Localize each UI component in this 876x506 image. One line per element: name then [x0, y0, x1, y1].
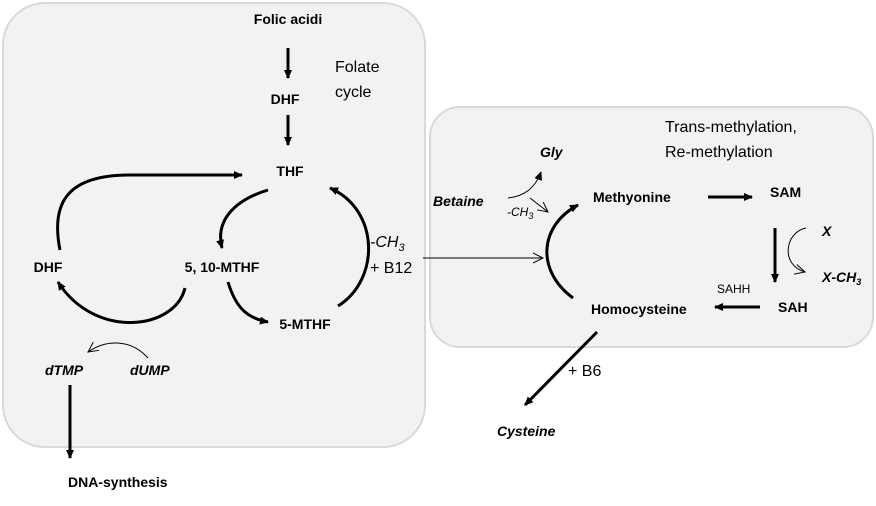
node-thf: THF	[276, 163, 304, 179]
node-dhf-top: DHF	[271, 91, 300, 107]
folate-cycle-label-2: cycle	[335, 84, 372, 101]
node-cysteine: Cysteine	[497, 423, 556, 439]
node-x: X	[821, 223, 833, 239]
ch3-label: -CH3	[370, 234, 405, 254]
node-x-ch3: X-CH3	[821, 269, 861, 287]
arrow-betaine-ch3	[529, 197, 548, 212]
arrow-thf-to-5-10-mthf	[216, 188, 269, 249]
arrow-5-mthf-to-thf	[329, 186, 370, 308]
methylation-box	[429, 106, 874, 348]
arrow-homocysteine-to-cysteine	[523, 330, 599, 407]
node-methionine: Methyonine	[593, 189, 671, 205]
node-dtmp: dTMP	[45, 362, 84, 378]
arrow-5-10-to-dhf	[56, 281, 187, 324]
betaine-ch3-label: -CH3	[507, 205, 533, 221]
arrow-betaine-to-gly	[507, 171, 542, 199]
arrow-5-10-to-5-mthf	[226, 281, 269, 325]
node-sah: SAH	[778, 299, 808, 315]
node-5-10-mthf: 5, 10-MTHF	[185, 259, 260, 275]
node-gly: Gly	[540, 144, 564, 160]
arrow-dhf-to-thf-loop	[56, 171, 243, 251]
node-betaine: Betaine	[433, 193, 484, 209]
arrow-x-to-xch3	[787, 227, 807, 272]
node-5-mthf: 5-MTHF	[279, 316, 331, 332]
node-homocysteine: Homocysteine	[591, 301, 687, 317]
node-folic-acid: Folic acidi	[254, 11, 322, 27]
folate-cycle-label: Folate	[335, 59, 380, 76]
sahh-label: SAHH	[717, 282, 750, 296]
node-sam: SAM	[770, 184, 801, 200]
methylation-label-2: Re-methylation	[665, 144, 773, 161]
node-dump: dUMP	[130, 362, 170, 378]
methylation-label: Trans-methylation,	[665, 119, 797, 136]
b12-label: + B12	[370, 260, 412, 277]
arrow-homocysteine-to-methionine	[545, 203, 579, 300]
b6-label: + B6	[568, 363, 601, 380]
dna-synthesis: DNA-synthesis	[68, 474, 168, 490]
folate-cycle-box	[2, 2, 426, 448]
arrow-dump-to-dtmp	[88, 343, 149, 359]
node-dhf-left: DHF	[34, 259, 63, 275]
